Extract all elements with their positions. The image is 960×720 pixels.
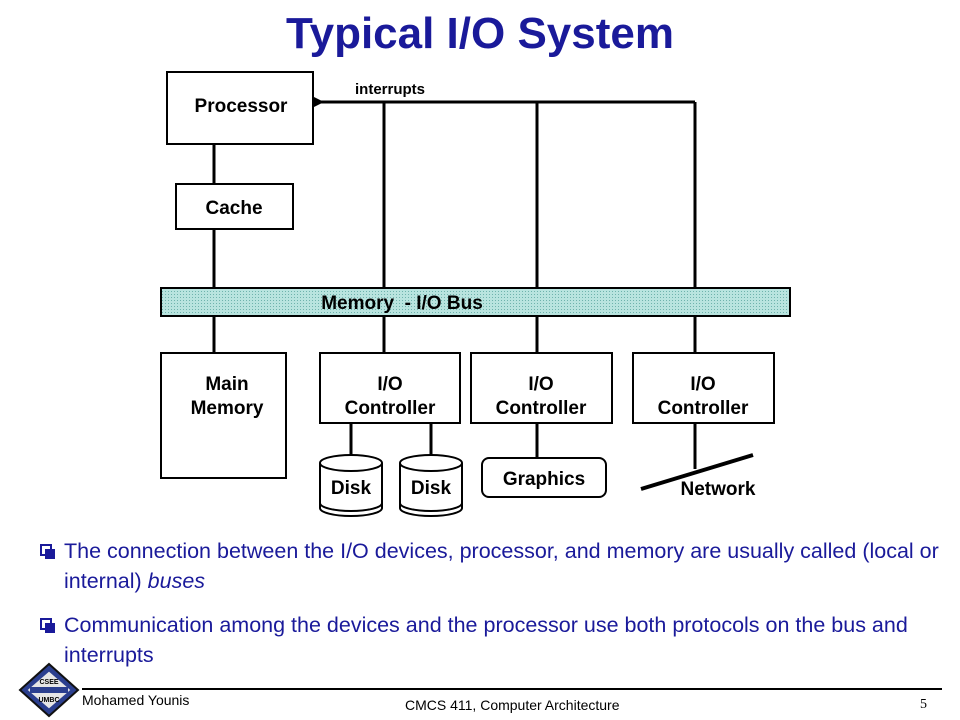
checkbox-bullet-icon xyxy=(40,544,55,559)
io-controller-3: I/O Controller xyxy=(632,352,775,424)
disk-2 xyxy=(399,454,463,517)
bullet-1-emphasis: buses xyxy=(147,569,206,593)
interrupt-lines xyxy=(294,87,697,353)
csee-umbc-logo-icon: CSEE UMBC xyxy=(18,662,80,718)
disk-1-label: Disk xyxy=(331,478,372,499)
footer-course: CMCS 411, Computer Architecture xyxy=(405,697,620,713)
footer-author: Mohamed Younis xyxy=(82,692,190,708)
graphics-label: Graphics xyxy=(503,469,585,490)
bullet-list: The connection between the I/O devices, … xyxy=(40,536,945,684)
io-controller-1-label-1: I/O xyxy=(377,374,402,395)
device-links xyxy=(349,423,697,469)
interrupts-label: interrupts xyxy=(355,81,425,98)
main-memory-box xyxy=(160,352,287,479)
io-controller-3-label-1: I/O xyxy=(690,374,715,395)
bullet-1-text: The connection between the I/O devices, … xyxy=(64,539,939,593)
io-controller-3-label-2: Controller xyxy=(658,398,749,419)
network-line xyxy=(640,453,754,491)
bullet-interrupts: Communication among the devices and the … xyxy=(40,610,945,670)
logo-text-bottom: UMBC xyxy=(39,697,60,704)
main-memory-label-2: Memory xyxy=(191,398,264,419)
cache-label: Cache xyxy=(205,198,262,219)
graphics-box xyxy=(481,457,607,498)
processor-label: Processor xyxy=(195,96,289,117)
checkbox-bullet-icon xyxy=(40,618,55,633)
logo-text-top: CSEE xyxy=(39,679,58,686)
bus-label: Memory - I/O Bus xyxy=(321,293,483,314)
io-controller-2-label-2: Controller xyxy=(496,398,587,419)
io-controller-1: I/O Controller xyxy=(319,352,461,424)
cache-box xyxy=(175,183,294,230)
disk-1 xyxy=(319,454,383,517)
network-label: Network xyxy=(681,479,756,500)
page-number: 5 xyxy=(920,697,927,712)
memory-io-bus xyxy=(160,287,791,317)
processor-box xyxy=(166,71,314,145)
disk-2-label: Disk xyxy=(411,478,452,499)
io-controller-2: I/O Controller xyxy=(470,352,613,424)
slide-title: Typical I/O System xyxy=(285,9,674,58)
io-controller-1-label-2: Controller xyxy=(345,398,436,419)
io-controller-2-label-1: I/O xyxy=(528,374,553,395)
main-memory-label-1: Main xyxy=(205,374,248,395)
bullet-2-text: Communication among the devices and the … xyxy=(64,613,908,667)
footer-divider xyxy=(82,688,942,690)
bullet-buses: The connection between the I/O devices, … xyxy=(40,536,945,596)
